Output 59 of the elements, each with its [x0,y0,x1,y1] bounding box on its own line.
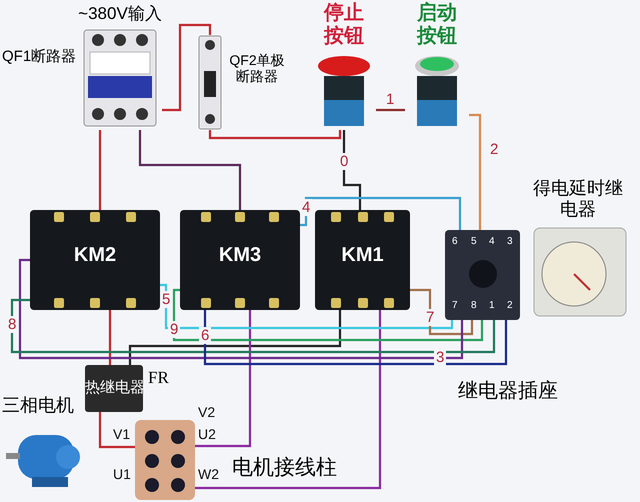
terminal-name: U1 [113,466,131,482]
wire [195,310,252,448]
relay-socket [445,230,520,320]
motor-label: 三相电机 [2,395,74,416]
wire-number: 0 [338,153,350,170]
wire-number: 7 [424,309,436,326]
terminal-name: W2 [198,466,219,482]
wire [195,310,382,490]
pin-number: 4 [489,236,495,248]
socket-label: 继电器插座 [458,380,558,403]
wire [469,114,482,230]
pin-number: 1 [489,300,495,312]
terminal-name: U2 [198,426,216,442]
pin-number: 3 [507,236,513,248]
input-label: ~380V输入 [78,4,162,24]
wire [18,258,464,360]
wire-number: 3 [434,349,446,366]
contactor-label: KM3 [218,244,262,267]
wire-number: 5 [160,291,172,308]
wire [172,288,484,342]
wire [208,130,342,140]
terminal-name: V2 [198,404,216,420]
wire [204,310,508,366]
wire [162,24,212,112]
wire-number: 4 [300,199,312,216]
wire [108,310,112,365]
wire [410,288,474,336]
contactor-label: KM2 [72,244,118,267]
button-label: 停止按钮 [323,2,365,48]
relay-title: 得电延时继电器 [532,178,624,220]
wire [300,196,462,230]
pin-number: 5 [471,236,477,248]
pin-number: 6 [452,236,458,248]
wire [98,130,102,210]
wire-number: 6 [199,327,212,344]
wire [138,130,242,210]
pin-number: 8 [471,300,477,312]
terminal-label: 电机接线柱 [232,456,337,480]
wire [10,298,496,354]
wire [98,412,135,448]
breaker-label: QF1断路器 [2,48,76,66]
contactor [180,210,300,310]
wire [376,108,405,112]
terminal-block [135,420,195,500]
pin-number: 2 [507,300,513,312]
terminal-name: V1 [113,426,130,442]
contactor [315,210,410,310]
contactor [30,210,160,310]
device-label: FR [148,368,169,388]
wire-number: 8 [6,316,18,334]
wire [160,284,454,330]
breaker-label: QF2单极断路器 [228,52,286,84]
wire-number: 9 [168,321,180,338]
thermal-relay [85,365,143,412]
wire [342,130,362,210]
contactor-label: KM1 [340,244,385,267]
button-label: 启动按钮 [416,2,458,48]
pin-number: 7 [452,300,458,312]
wire [128,310,342,365]
